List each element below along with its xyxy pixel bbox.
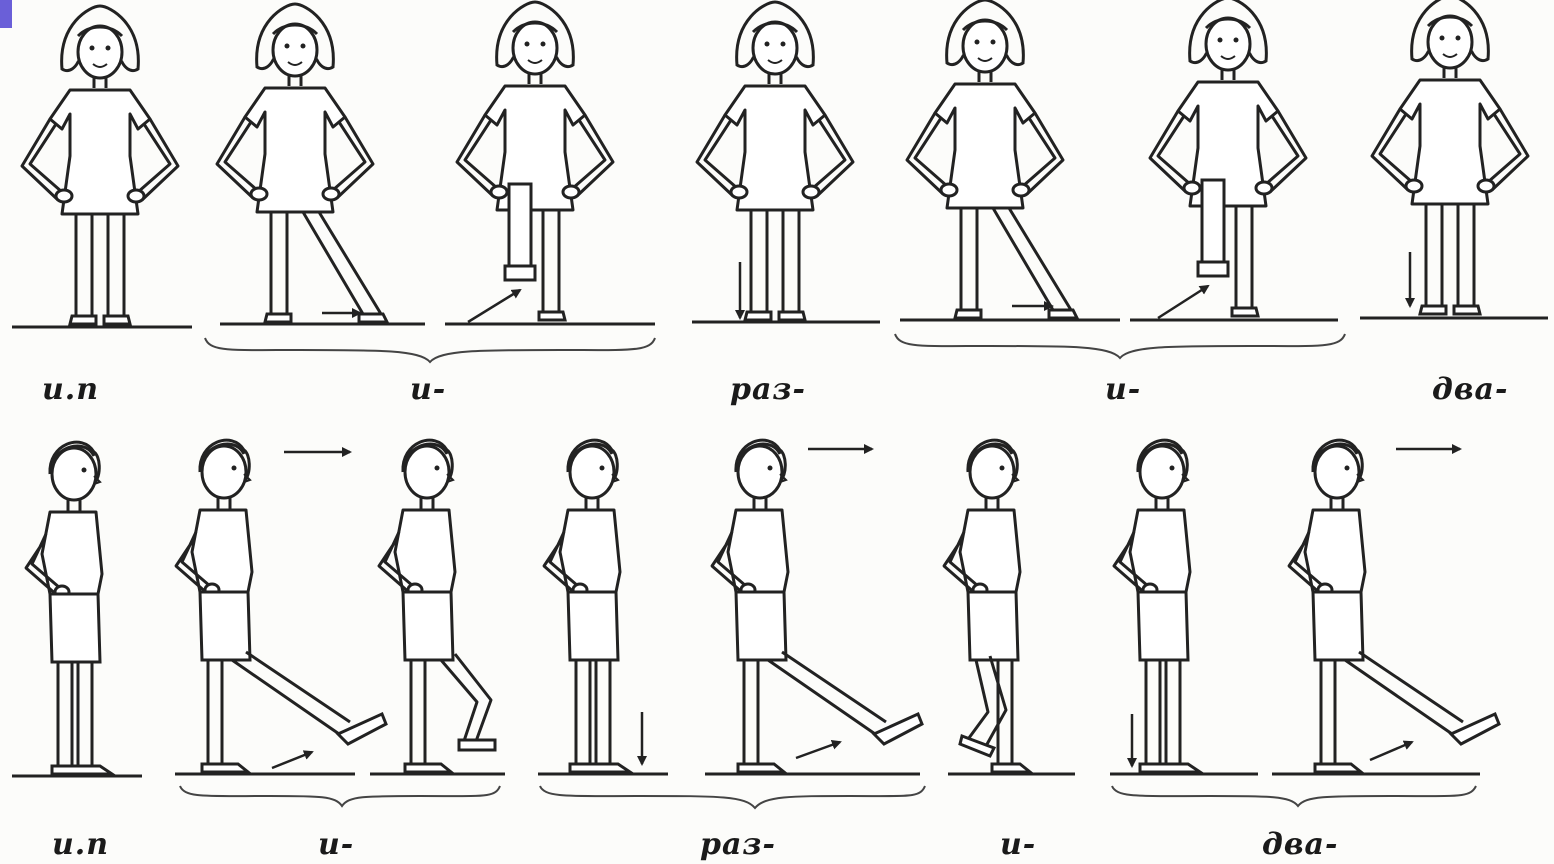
- caption-start-position: и.п: [52, 830, 109, 860]
- caption-and: и-: [318, 830, 354, 860]
- caption-and: и-: [1105, 375, 1141, 405]
- caption-start-position: и.п: [42, 375, 99, 405]
- boy-figure: [1114, 440, 1200, 772]
- grouping-brace: [205, 338, 655, 362]
- grouping-brace: [1112, 786, 1476, 806]
- caption-two: два-: [1432, 375, 1508, 405]
- arrow-up-right: [272, 752, 312, 768]
- caption-and: и-: [410, 375, 446, 405]
- boy-figure: [712, 440, 922, 772]
- girl-figure: [907, 0, 1077, 318]
- girl-figure: [697, 2, 853, 320]
- boy-figure: [379, 440, 495, 772]
- arrow-up-right: [1370, 742, 1412, 760]
- grouping-brace: [540, 786, 925, 808]
- boy-figure: [1289, 440, 1499, 772]
- bottom-row-figures: [12, 440, 1499, 808]
- caption-one: раз-: [730, 375, 806, 405]
- top-row-figures: [12, 0, 1548, 362]
- girl-figure: [22, 6, 178, 324]
- grouping-brace: [895, 334, 1345, 358]
- caption-and: и-: [1000, 830, 1036, 860]
- arrow-up-right: [468, 290, 520, 322]
- girl-figure: [217, 4, 387, 322]
- girl-figure: [1150, 0, 1306, 316]
- boy-figure: [944, 440, 1030, 772]
- arrow-up-right: [1158, 286, 1208, 318]
- caption-two: два-: [1262, 830, 1338, 860]
- boy-figure: [26, 442, 112, 774]
- boy-figure: [544, 440, 630, 772]
- arrow-up-right: [796, 742, 840, 758]
- grouping-brace: [180, 786, 500, 806]
- girl-figure: [457, 2, 613, 320]
- caption-one: раз-: [700, 830, 776, 860]
- girl-figure: [1372, 0, 1528, 314]
- boy-figure: [176, 440, 386, 772]
